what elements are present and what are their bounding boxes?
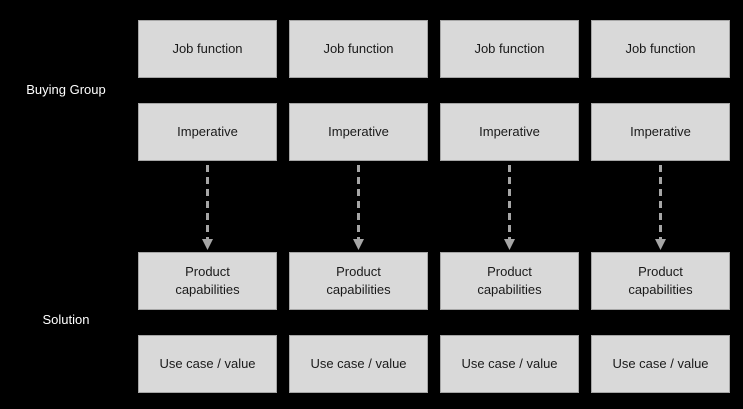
- imperative-text: Imperative: [479, 124, 540, 139]
- product-capabilities-text: Product capabilities: [326, 264, 391, 297]
- job-function-text: Job function: [172, 41, 243, 56]
- imperative-box: Imperative: [289, 103, 428, 161]
- product-capabilities-text: Product capabilities: [175, 264, 240, 297]
- imperative-box: Imperative: [440, 103, 579, 161]
- product-capabilities-text: Product capabilities: [628, 264, 693, 297]
- imperative-to-capabilities-arrow: [655, 165, 666, 250]
- buying-group-label: Buying Group: [26, 82, 106, 97]
- job-function-text: Job function: [474, 41, 545, 56]
- product-capabilities-text: Product capabilities: [477, 264, 542, 297]
- imperative-text: Imperative: [177, 124, 238, 139]
- imperative-box: Imperative: [591, 103, 730, 161]
- imperative-to-capabilities-arrow: [202, 165, 213, 250]
- product-capabilities-box: Product capabilities: [591, 252, 730, 310]
- job-function-box: Job function: [138, 20, 277, 78]
- job-function-box: Job function: [289, 20, 428, 78]
- job-function-box: Job function: [440, 20, 579, 78]
- imperative-box: Imperative: [138, 103, 277, 161]
- imperative-to-capabilities-arrow: [504, 165, 515, 250]
- imperative-text: Imperative: [328, 124, 389, 139]
- use-case-value-box: Use case / value: [289, 335, 428, 393]
- job-function-text: Job function: [625, 41, 696, 56]
- product-capabilities-box: Product capabilities: [440, 252, 579, 310]
- use-case-value-box: Use case / value: [138, 335, 277, 393]
- use-case-value-text: Use case / value: [461, 356, 558, 371]
- product-capabilities-box: Product capabilities: [289, 252, 428, 310]
- use-case-value-box: Use case / value: [440, 335, 579, 393]
- job-function-text: Job function: [323, 41, 394, 56]
- use-case-value-box: Use case / value: [591, 335, 730, 393]
- use-case-value-text: Use case / value: [159, 356, 256, 371]
- job-function-box: Job function: [591, 20, 730, 78]
- use-case-value-text: Use case / value: [310, 356, 407, 371]
- use-case-value-text: Use case / value: [612, 356, 709, 371]
- product-capabilities-box: Product capabilities: [138, 252, 277, 310]
- imperative-to-capabilities-arrow: [353, 165, 364, 250]
- imperative-text: Imperative: [630, 124, 691, 139]
- solution-label: Solution: [42, 312, 90, 327]
